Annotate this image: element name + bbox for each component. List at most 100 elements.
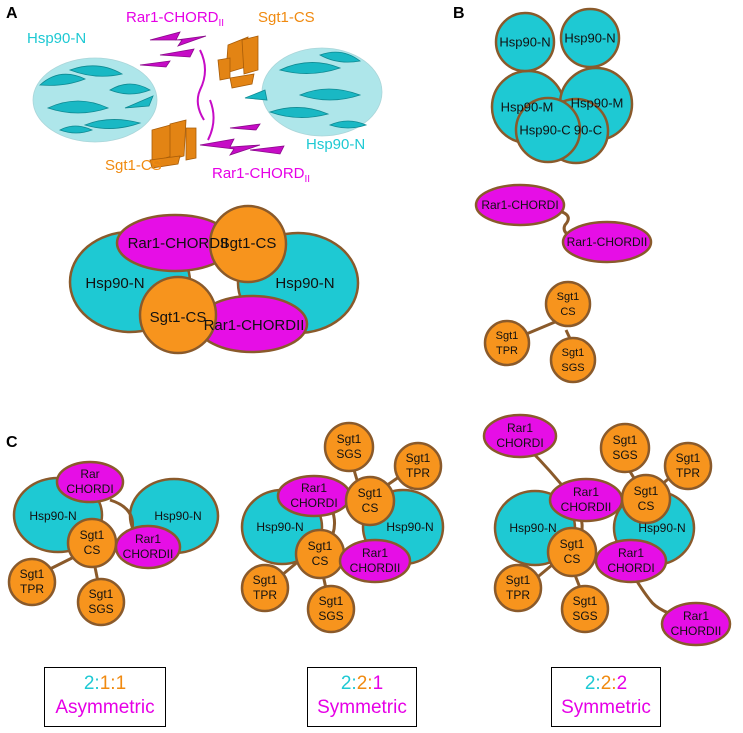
rar1-chordii-node — [114, 524, 182, 570]
rar1-chordi-node — [594, 538, 668, 584]
node-label: CS — [312, 554, 329, 568]
hsp90-n-node — [559, 7, 621, 69]
stoichiometry-label: Symmetric — [561, 697, 651, 718]
linker — [109, 498, 135, 531]
node-label: CHORDI — [290, 496, 337, 510]
stoichiometry-label: Symmetric — [317, 697, 407, 718]
sgt1-tpr-node — [7, 557, 57, 607]
struct-label-hsp90-left: Hsp90-N — [27, 30, 86, 47]
node-label: Sgt1 — [80, 528, 105, 542]
stoichiometry-box-symmetric-222: 2:2:2 Symmetric — [551, 667, 661, 727]
struct-label-rar1-bottom: Rar1-CHORDII — [212, 165, 310, 185]
node-label: CHORDI — [607, 561, 654, 575]
node-label: CS — [560, 306, 575, 318]
struct-label-hsp90-right: Hsp90-N — [306, 136, 365, 153]
node-label: Sgt1 — [573, 594, 598, 608]
node-label: Sgt1 — [676, 451, 701, 465]
node-label: Hsp90-N — [638, 521, 685, 535]
node-label: SGS — [572, 609, 597, 623]
panel-c1: Rar CHORDI Hsp90-N Hsp90-N Sgt1 CS Rar1 … — [7, 460, 220, 627]
panel-letter-b: B — [453, 5, 465, 22]
hsp90-n-ribbon-right — [244, 47, 383, 137]
node-label: Sgt1 — [560, 537, 585, 551]
sgt1-tpr-node — [493, 563, 543, 613]
sgt1-sgs-node — [549, 336, 597, 384]
node-label: Hsp90-N — [154, 509, 201, 523]
node-label: SGS — [88, 602, 113, 616]
sgt1-sgs-node — [599, 422, 651, 474]
node-label: Hsp90-C — [519, 122, 570, 137]
node-label: Sgt1-CS — [220, 235, 277, 252]
panel-letter-c: C — [6, 434, 18, 451]
node-label: Sgt1 — [634, 484, 659, 498]
panel-c2: Sgt1 SGS Sgt1 TPR Rar1 CHORDI Sgt1 CS Hs… — [240, 421, 445, 634]
stoichiometry-ratio: 2:1:1 — [83, 673, 127, 694]
node-label: Sgt1 — [496, 330, 519, 342]
node-label: Hsp90-N — [256, 520, 303, 534]
sgt1-cs-node — [620, 473, 672, 525]
sgt1-cs-ribbon-bottom — [149, 119, 197, 169]
node-label: Sgt1 — [253, 573, 278, 587]
node-label: Rar1-CHORDII — [128, 235, 229, 252]
node-label: Hsp90-N — [564, 30, 615, 45]
node-label: CS — [84, 543, 101, 557]
node-label: Rar1 — [683, 609, 709, 623]
struct-label-sgt1-bottom: Sgt1-CS — [105, 157, 162, 174]
sgt1-tpr-node — [663, 441, 713, 491]
node-label: Hsp90-N — [85, 275, 144, 292]
node-label: SGS — [561, 362, 584, 374]
node-label: Sgt1 — [406, 451, 431, 465]
node-label: CHORDI — [66, 482, 113, 496]
sgt1-sgs-node — [76, 577, 126, 627]
node-label: Hsp90-N — [29, 509, 76, 523]
node-label: Sgt1 — [562, 347, 585, 359]
node-label: CHORDII — [671, 624, 722, 638]
rar1-chordii-node — [338, 538, 412, 584]
node-label: Hsp90-N — [499, 34, 550, 49]
hsp90-n-node — [494, 11, 556, 73]
panel-b: Hsp90-N Hsp90-N Hsp90-M Hsp90-M Hsp90-C … — [474, 7, 653, 384]
node-label: Sgt1 — [20, 567, 45, 581]
node-label: TPR — [496, 345, 518, 357]
node-label: Rar1 — [507, 421, 533, 435]
struct-label-sgt1-top: Sgt1-CS — [258, 9, 315, 26]
stoichiometry-ratio: 2:2:2 — [584, 673, 628, 694]
sgt1-cs-node — [344, 475, 396, 527]
node-label: TPR — [406, 466, 430, 480]
node-label: Sgt1 — [308, 539, 333, 553]
struct-label-rar1-top: Rar1-CHORDII — [126, 9, 224, 29]
rar-chordi-node — [55, 460, 125, 504]
node-label: TPR — [253, 588, 277, 602]
sgt1-cs-node — [546, 526, 598, 578]
node-label: TPR — [506, 588, 530, 602]
sgt1-cs-node — [544, 280, 592, 328]
node-label: Rar1 — [573, 485, 599, 499]
sgt1-sgs-node — [560, 584, 610, 634]
node-label: CHORDII — [561, 500, 612, 514]
sgt1-tpr-node — [393, 441, 443, 491]
sgt1-cs-ribbon-top — [217, 35, 259, 89]
panel-letter-a: A — [6, 5, 18, 22]
stoichiometry-box-asymmetric: 2:1:1 Asymmetric — [44, 667, 166, 727]
node-label: CS — [638, 499, 655, 513]
node-label: Rar1 — [362, 546, 388, 560]
rar1-chordi-node — [474, 183, 566, 227]
node-label: Sgt1 — [319, 594, 344, 608]
node-label: CHORDI — [496, 436, 543, 450]
node-label: SGS — [318, 609, 343, 623]
sgt1-cs-node — [138, 275, 218, 355]
rar1-chord-ribbon-top — [139, 31, 207, 121]
node-label: Rar1-CHORDII — [204, 317, 305, 334]
node-label: SGS — [612, 448, 637, 462]
rar1-chordii-node — [660, 601, 732, 647]
node-label: Rar — [80, 467, 99, 481]
structure-cartoon — [32, 31, 383, 169]
node-label: Hsp90-M — [571, 95, 624, 110]
rar1-chord-ribbon-bottom — [199, 99, 285, 156]
node-label: Sgt1-CS — [150, 309, 207, 326]
node-label: Rar1 — [301, 481, 327, 495]
node-label: Sgt1 — [613, 433, 638, 447]
node-label: 90-C — [574, 122, 602, 137]
node-label: Rar1-CHORDII — [567, 235, 648, 249]
